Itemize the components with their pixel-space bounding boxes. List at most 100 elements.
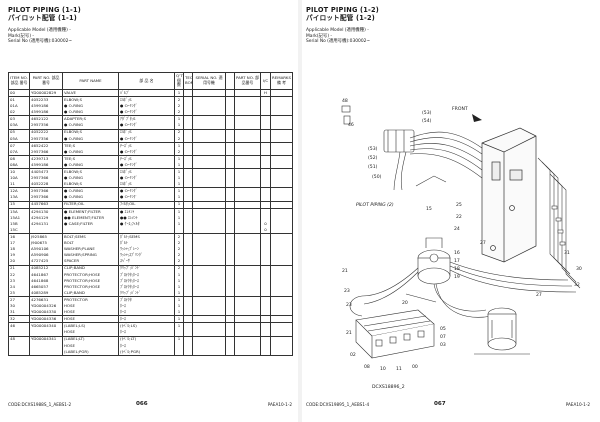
item-no-cell: 27 bbox=[8, 296, 30, 304]
replaceable-part-no-cell bbox=[234, 168, 261, 176]
part-name-cell: ELBOW;S bbox=[62, 128, 119, 136]
left-page: PILOT PIPING (1-1) パイロット配管 (1-1) Applica… bbox=[8, 6, 293, 418]
replaceable-part-no-cell bbox=[234, 348, 261, 356]
remarks-cell bbox=[270, 187, 293, 195]
tech-bom-cell bbox=[183, 329, 193, 337]
part-name-cell: TEE;S bbox=[62, 141, 119, 149]
part-no-cell: YD00004341 bbox=[29, 335, 63, 343]
quantity-cell: 2 bbox=[174, 109, 184, 116]
tech-bom-cell bbox=[183, 135, 193, 143]
part-no-cell bbox=[29, 226, 63, 234]
right-mark: Mark(記号) - bbox=[306, 33, 333, 39]
tech-bom-cell bbox=[183, 128, 193, 136]
ic-code-cell: H bbox=[260, 88, 271, 97]
item-no-cell: 03A bbox=[8, 122, 30, 130]
remarks-cell bbox=[270, 141, 293, 149]
part-no-cell: 2957356 bbox=[29, 122, 63, 130]
part-name-jp-cell: ● Oｰﾘﾝｸﾞ bbox=[118, 135, 175, 143]
part-name-jp-cell: ● Oｰﾘﾝｸﾞ bbox=[118, 187, 175, 195]
part-name-cell: (LABEL;PGR) bbox=[62, 348, 119, 356]
remarks-cell bbox=[270, 289, 293, 297]
item-no-cell: 12A bbox=[8, 187, 30, 195]
part-name-jp-cell: ｸﾘｯﾌﾟ;ﾊﾞﾝﾄﾞ bbox=[118, 264, 175, 272]
blank-col-cell bbox=[225, 154, 235, 163]
remarks-cell bbox=[270, 175, 293, 182]
tech-bom-cell bbox=[183, 181, 193, 188]
replaceable-part-no-cell bbox=[234, 187, 261, 195]
remarks-cell bbox=[270, 154, 293, 163]
replaceable-part-no-cell bbox=[234, 258, 261, 266]
tech-bom-cell bbox=[183, 335, 193, 343]
part-name-cell: (LABEL;LT) bbox=[62, 335, 119, 343]
part-no-cell: 2957356 bbox=[29, 135, 63, 143]
serial-no-cell bbox=[192, 128, 226, 136]
ic-code-cell bbox=[260, 289, 271, 297]
ic-code-cell bbox=[260, 264, 271, 272]
right-page-number: 067 bbox=[434, 401, 446, 407]
left-title-jp: パイロット配管 (1-1) bbox=[8, 14, 77, 22]
ic-code-cell bbox=[260, 115, 271, 123]
quantity-cell: 2 bbox=[174, 258, 184, 266]
part-no-cell: YD00004330 bbox=[29, 309, 63, 316]
remarks-cell bbox=[270, 240, 293, 247]
part-name-jp-cell: ｴﾙﾎﾞ;S bbox=[118, 181, 175, 188]
callout: 08 bbox=[364, 364, 370, 370]
part-name-cell: CLIP;BAND bbox=[62, 289, 119, 297]
item-no-cell: 00 bbox=[8, 88, 30, 97]
blank-col-cell bbox=[225, 329, 235, 337]
part-no-cell: 4599186 bbox=[29, 109, 63, 116]
ic-code-cell bbox=[260, 141, 271, 149]
tech-bom-cell bbox=[183, 162, 193, 169]
callout: 16 bbox=[454, 250, 460, 256]
part-name-jp-cell: (ﾗﾍﾞﾙ;LT) bbox=[118, 335, 175, 343]
replaceable-part-no-cell bbox=[234, 329, 261, 337]
part-name-jp-cell: ｴﾙﾎﾞ;S bbox=[118, 168, 175, 176]
ic-code-cell bbox=[260, 309, 271, 316]
col-qty: Q'TY 個数 bbox=[174, 72, 184, 90]
callout: 23 bbox=[344, 288, 350, 294]
serial-no-cell bbox=[192, 264, 226, 272]
part-no-cell: 4599186 bbox=[29, 162, 63, 169]
quantity-cell: 1 bbox=[174, 296, 184, 304]
remarks-cell bbox=[270, 96, 293, 104]
serial-no-cell bbox=[192, 207, 226, 215]
serial-no-cell bbox=[192, 226, 226, 234]
remarks-cell bbox=[270, 258, 293, 266]
blank-col-cell bbox=[225, 128, 235, 136]
remarks-cell bbox=[270, 303, 293, 310]
part-name-cell: PROTECTOR bbox=[62, 296, 119, 304]
item-no-cell: 05A bbox=[8, 135, 30, 143]
serial-no-cell bbox=[192, 122, 226, 130]
callout: 23 bbox=[346, 302, 352, 308]
part-name-jp-cell: ● ｴﾚﾒﾝﾄ bbox=[118, 207, 175, 215]
part-no-cell: 4239713 bbox=[29, 154, 63, 163]
ic-code-cell bbox=[260, 135, 271, 143]
serial-no-cell bbox=[192, 135, 226, 143]
swing-motor bbox=[417, 237, 451, 285]
item-no-cell: 20 bbox=[8, 258, 30, 266]
part-name-cell: ● O-RING bbox=[62, 122, 119, 130]
col-repl-part: PART NO. 部品番号 bbox=[234, 72, 261, 90]
part-name-cell: CLIP;BAND bbox=[62, 264, 119, 272]
item-no-cell: 46 bbox=[8, 322, 30, 330]
part-name-jp-cell: (ﾗﾍﾞﾙ;LS) bbox=[118, 322, 175, 330]
quantity-cell: 1 bbox=[174, 141, 184, 149]
item-no-cell: 10 bbox=[8, 168, 30, 176]
part-name-jp-cell: ● Oｰﾘﾝｸﾞ bbox=[118, 122, 175, 130]
part-name-cell: VALVE bbox=[62, 88, 119, 97]
part-no-cell: YD00002829 bbox=[29, 88, 63, 97]
part-no-cell: 4652122 bbox=[29, 115, 63, 123]
remarks-cell bbox=[270, 207, 293, 215]
